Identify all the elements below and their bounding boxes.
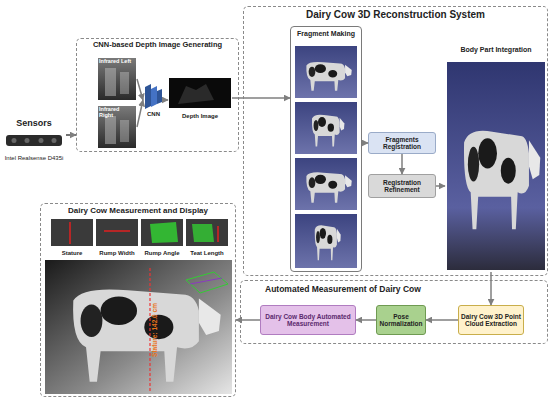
cow-illustration bbox=[73, 289, 221, 381]
fragment-image bbox=[295, 214, 357, 268]
camera-body bbox=[6, 135, 62, 146]
image-node: Body Part Integration bbox=[445, 44, 547, 272]
node-label: Teat Length bbox=[185, 250, 229, 257]
cnn-layer bbox=[151, 86, 157, 107]
process-box: Registration Refinement bbox=[368, 174, 436, 198]
cnn-node: CNN bbox=[143, 82, 164, 118]
node-label: Dairy Cow 3D Reconstruction System bbox=[244, 7, 547, 21]
thumbnail-node: Stature bbox=[50, 217, 94, 257]
reconstruction-image bbox=[447, 62, 545, 270]
camera-lens bbox=[25, 138, 30, 143]
flow-arrow bbox=[490, 272, 492, 305]
display-image bbox=[45, 260, 232, 394]
measure-line bbox=[217, 226, 219, 242]
node-label: Dairy Cow Measurement and Display bbox=[41, 204, 235, 215]
infrared-image bbox=[98, 106, 136, 148]
infrared-image bbox=[98, 58, 136, 100]
thumbnail-image bbox=[51, 219, 93, 246]
infrared-detail bbox=[120, 120, 129, 142]
measure-area bbox=[192, 224, 214, 242]
node-label: CNN bbox=[143, 111, 164, 118]
infrared-detail bbox=[120, 72, 129, 94]
measure-line bbox=[104, 230, 130, 232]
flow-arrow bbox=[362, 142, 368, 144]
fragment-image bbox=[295, 102, 357, 154]
flow-arrow bbox=[164, 99, 168, 101]
image-node: Infrared Right bbox=[97, 105, 137, 149]
cow-illustration bbox=[306, 172, 351, 202]
depth-image bbox=[169, 78, 231, 108]
image-node: Depth Image bbox=[168, 76, 232, 120]
fragment-image bbox=[295, 158, 357, 210]
thumbnail-node: Rump Width bbox=[95, 217, 139, 257]
flow-arrow bbox=[66, 134, 76, 136]
system-group: Dairy Cow 3D Reconstruction SystemFragme… bbox=[243, 6, 548, 276]
fragment-image bbox=[295, 46, 357, 98]
camera-lens bbox=[39, 138, 44, 143]
measure-line bbox=[69, 222, 71, 244]
flow-arrow bbox=[356, 319, 376, 321]
sensor-node: SensorsIntel Realsense D435i bbox=[2, 118, 66, 162]
thumbnail-image bbox=[96, 219, 138, 246]
flow-arrow bbox=[436, 185, 445, 187]
node-label: Depth Image bbox=[168, 113, 232, 120]
infrared-detail bbox=[105, 116, 116, 144]
node-label: Body Part Integration bbox=[445, 44, 547, 54]
measure-area bbox=[150, 222, 178, 243]
node-label: Infrared Left bbox=[97, 57, 137, 65]
thumbnail-image bbox=[141, 219, 183, 246]
process-group: CNN-based Depth Image GeneratingInfrared… bbox=[76, 38, 239, 152]
process-box: Pose Normalization bbox=[376, 305, 426, 335]
flow-arrow bbox=[137, 100, 143, 127]
node-label: Dairy Cow Body Automated Measurement bbox=[261, 313, 355, 328]
camera-lens bbox=[52, 138, 57, 143]
node-label: CNN-based Depth Image Generating bbox=[77, 39, 238, 50]
cnn-layer bbox=[157, 89, 162, 104]
node-label: Fragment Making bbox=[291, 27, 361, 38]
cow-illustration bbox=[312, 115, 344, 147]
node-label: Dairy Cow 3D Point Cloud Extraction bbox=[459, 313, 523, 328]
node-label: Registration Refinement bbox=[369, 179, 435, 194]
flow-arrow bbox=[236, 319, 260, 321]
rump-outline bbox=[186, 272, 228, 293]
flow-arrow bbox=[401, 154, 403, 174]
cow-illustration bbox=[315, 225, 341, 260]
node-label: Stature bbox=[50, 250, 94, 257]
node-label: Rump Width bbox=[95, 250, 139, 257]
infrared-detail bbox=[105, 68, 116, 96]
thumbnail-image bbox=[186, 219, 228, 246]
node-label: Automated Measurement of Dairy Cow bbox=[241, 281, 547, 295]
node-label: Infrared Right bbox=[97, 105, 137, 120]
stature-line bbox=[149, 268, 150, 392]
image-node: Infrared Left bbox=[97, 57, 137, 101]
node-label: Pose Normalization bbox=[377, 313, 425, 328]
process-group: Automated Measurement of Dairy CowDairy … bbox=[240, 280, 548, 344]
process-box: Fragments Registration bbox=[368, 132, 436, 154]
process-box: Dairy Cow 3D Point Cloud Extraction bbox=[458, 305, 524, 335]
flow-arrow bbox=[426, 319, 458, 321]
display-group: Dairy Cow Measurement and DisplayStature… bbox=[40, 203, 236, 397]
thumbnail-node: Rump Angle bbox=[140, 217, 184, 257]
flow-arrow bbox=[137, 79, 143, 100]
measurement-label: Stature: 142.0 cm bbox=[151, 303, 158, 357]
flow-arrow bbox=[232, 97, 290, 99]
node-sublabel: Intel Realsense D435i bbox=[2, 155, 66, 162]
camera-lens bbox=[12, 138, 17, 143]
rump-line bbox=[190, 278, 222, 284]
fragment-box: Fragment Making bbox=[290, 26, 362, 272]
thumbnail-node: Teat Length bbox=[185, 217, 229, 257]
node-label: Sensors bbox=[2, 118, 66, 128]
depth-detail bbox=[178, 84, 214, 104]
cnn-layer bbox=[145, 84, 151, 109]
process-box: Dairy Cow Body Automated Measurement bbox=[260, 305, 356, 335]
node-label: Fragments Registration bbox=[369, 136, 435, 151]
cow-illustration bbox=[464, 131, 540, 229]
cow-illustration bbox=[306, 62, 351, 91]
node-label: Rump Angle bbox=[140, 250, 184, 257]
